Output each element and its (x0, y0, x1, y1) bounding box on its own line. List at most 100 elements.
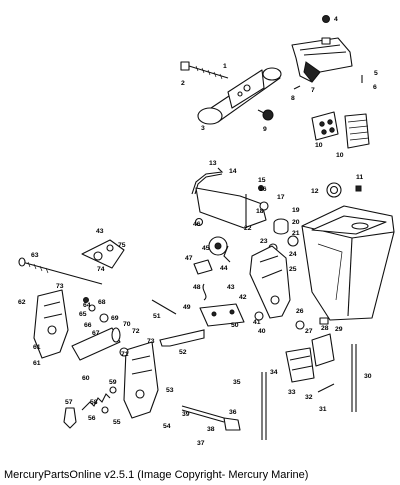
callout-9: 9 (263, 126, 267, 133)
swivel-bracket-part (197, 67, 282, 125)
callout-62: 62 (18, 299, 26, 306)
callout-18: 18 (256, 208, 264, 215)
callout-55: 55 (113, 419, 121, 426)
bushing-part-59 (109, 386, 117, 394)
gear-part (208, 236, 228, 256)
callout-29: 29 (335, 326, 343, 333)
callout-32: 32 (305, 394, 313, 401)
end-fitting-part (223, 417, 241, 431)
callout-63: 63 (31, 252, 39, 259)
callout-6: 6 (373, 84, 377, 91)
callout-8: 8 (291, 95, 295, 102)
callout-61a: 61 (33, 344, 41, 351)
callout-73b: 73 (147, 338, 155, 345)
cover-plate-part (193, 259, 213, 275)
rod-part (151, 299, 177, 315)
callout-64: 64 (83, 302, 91, 309)
callout-7: 7 (311, 87, 315, 94)
spacer-tube-part (71, 327, 121, 361)
callout-39: 39 (182, 411, 190, 418)
callout-68: 68 (98, 299, 106, 306)
pin-part (293, 85, 301, 90)
callout-16: 16 (259, 186, 267, 193)
callout-37: 37 (197, 440, 205, 447)
callout-38: 38 (207, 426, 215, 433)
callout-30: 30 (364, 373, 372, 380)
callout-27: 27 (305, 328, 313, 335)
clamp-bracket-right-part (123, 341, 159, 419)
callout-56: 56 (88, 415, 96, 422)
callout-52: 52 (179, 349, 187, 356)
callout-40: 40 (258, 328, 266, 335)
callout-10b: 10 (336, 152, 344, 159)
tilt-lock-bracket-part (291, 37, 353, 83)
washer-part-46 (194, 217, 204, 227)
callout-53: 53 (166, 387, 174, 394)
callout-42: 42 (239, 294, 247, 301)
callout-45: 45 (202, 245, 210, 252)
callout-60: 60 (82, 375, 90, 382)
stud-part (21, 261, 103, 285)
callout-46: 46 (193, 221, 201, 228)
mounting-plate-part (311, 111, 370, 149)
handle-knob-part (63, 407, 77, 429)
callout-15: 15 (258, 177, 266, 184)
callout-21: 21 (292, 230, 300, 237)
clamp-bracket-part (249, 245, 291, 319)
callout-3: 3 (201, 125, 205, 132)
callout-35: 35 (233, 379, 241, 386)
callout-43a: 43 (96, 228, 104, 235)
callout-50: 50 (231, 322, 239, 329)
callout-31: 31 (319, 406, 327, 413)
callout-49: 49 (183, 304, 191, 311)
stud-thread-part (27, 261, 49, 274)
callout-72: 72 (132, 328, 140, 335)
callout-11: 11 (356, 174, 363, 181)
callout-43b: 43 (227, 284, 235, 291)
plug-part (319, 317, 329, 325)
callout-61b: 61 (33, 360, 41, 367)
bracket-part-32 (285, 347, 315, 383)
stud-washer-part (18, 257, 26, 267)
clip-part-29 (311, 333, 335, 367)
callout-19: 19 (292, 207, 300, 214)
clip-part (223, 245, 231, 263)
callout-71: 71 (121, 351, 129, 358)
callout-10a: 10 (315, 142, 323, 149)
copyright-caption: MercuryPartsOnline v2.5.1 (Image Copyrig… (4, 469, 309, 481)
callout-20: 20 (292, 219, 300, 226)
spring-pin-part (202, 283, 207, 301)
callout-57: 57 (65, 399, 73, 406)
tilt-arm-part (81, 239, 125, 269)
clamp-bracket-left-part (33, 289, 69, 359)
callout-13: 13 (209, 160, 217, 167)
callout-34: 34 (270, 369, 278, 376)
callout-73a: 73 (56, 283, 64, 290)
callout-23: 23 (260, 238, 268, 245)
callout-74: 74 (97, 266, 105, 273)
callout-36: 36 (229, 409, 237, 416)
callout-25: 25 (289, 266, 297, 273)
callout-66: 66 (84, 322, 92, 329)
tilt-handle-part (159, 329, 205, 347)
callout-33: 33 (288, 389, 296, 396)
tie-rod-part-b (181, 409, 225, 423)
callout-24: 24 (289, 251, 297, 258)
callout-4: 4 (334, 16, 338, 23)
callout-58: 58 (90, 399, 98, 406)
tie-rod-part (181, 405, 225, 419)
callout-2: 2 (181, 80, 185, 87)
callout-75: 75 (118, 242, 126, 249)
small-hardware-part (83, 297, 129, 357)
callout-1: 1 (223, 63, 227, 70)
callout-48: 48 (193, 284, 201, 291)
nut-part-58 (101, 406, 109, 414)
callout-54: 54 (163, 423, 171, 430)
washer-part-26 (295, 320, 305, 330)
callout-51: 51 (153, 313, 161, 320)
nut-part (257, 109, 274, 121)
callout-22: 22 (244, 225, 252, 232)
swivel-tube-part (195, 187, 267, 229)
ring-part (326, 182, 342, 198)
callout-14: 14 (229, 168, 237, 175)
